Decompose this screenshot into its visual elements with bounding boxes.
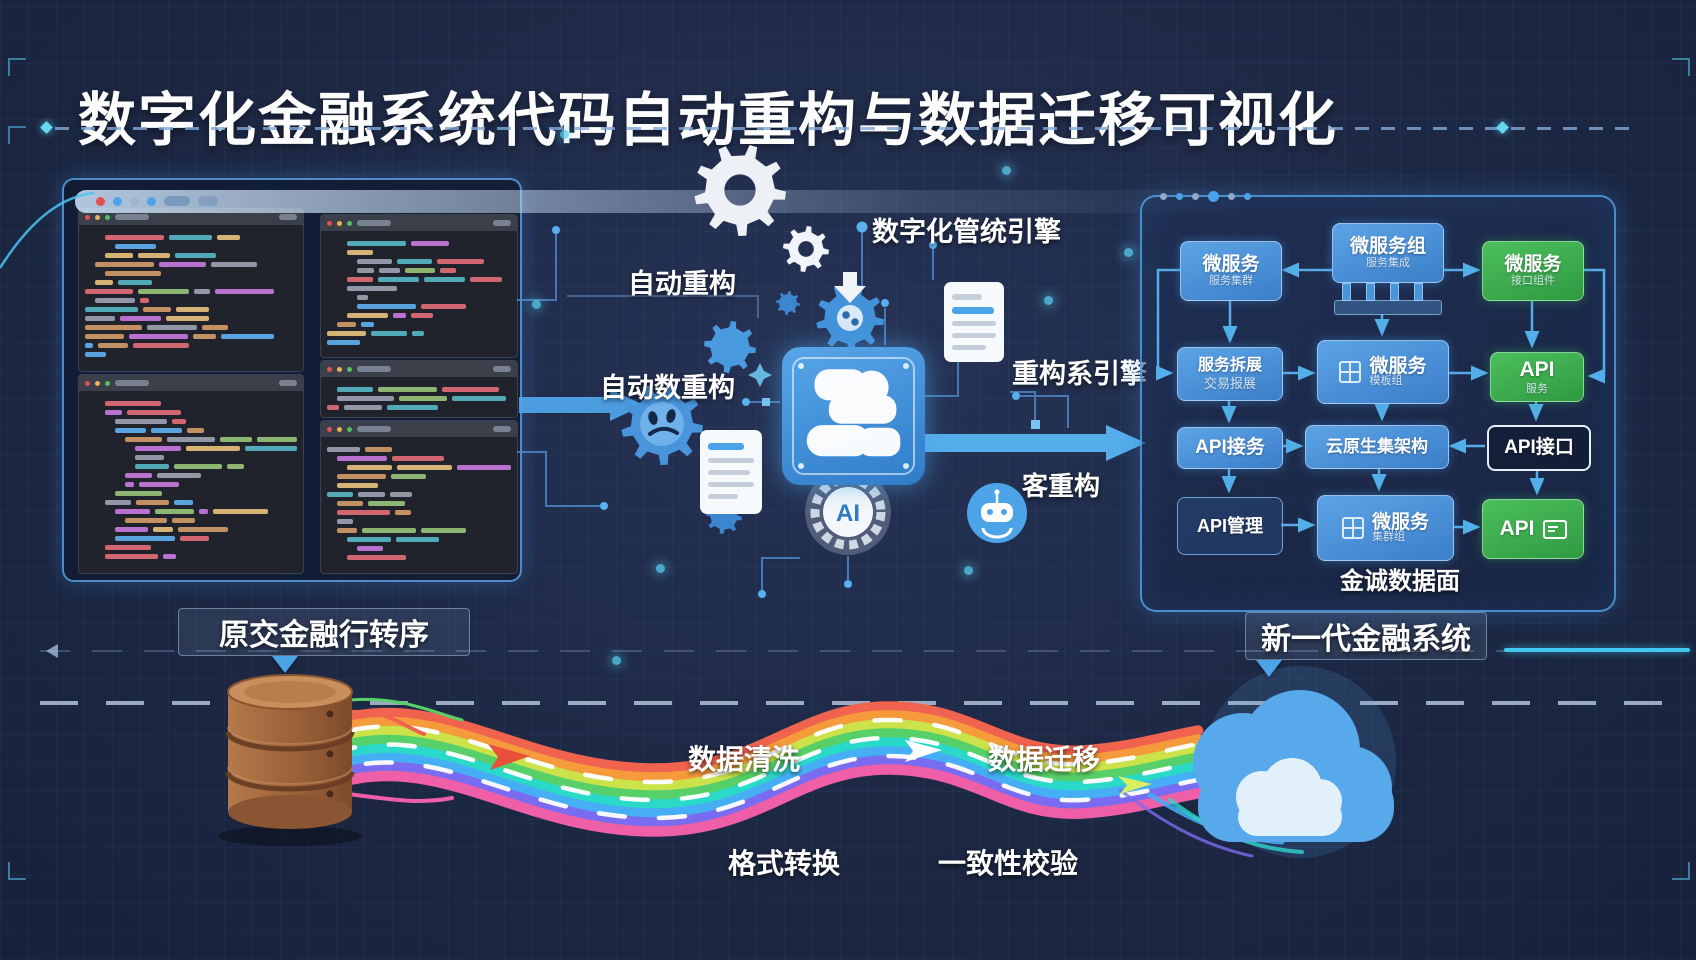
corner-tick bbox=[8, 126, 26, 144]
label-auto-refactor: 自动重构 bbox=[628, 269, 736, 299]
card-icon bbox=[1542, 519, 1567, 539]
cloud-icon bbox=[1193, 666, 1396, 858]
page-title: 数字化金融系统代码自动重构与数据迁移可视化 bbox=[78, 87, 1339, 153]
service-box: API接务 bbox=[1177, 427, 1283, 469]
top-divider-dashed-line bbox=[55, 127, 1640, 130]
glow-dot bbox=[612, 656, 621, 665]
panel-titlebar-dots bbox=[1160, 191, 1251, 202]
connector-pin bbox=[1342, 283, 1351, 301]
glow-dot bbox=[656, 564, 665, 573]
close-button-icon bbox=[96, 196, 105, 206]
chip-inner-frame bbox=[792, 357, 915, 475]
service-box: 微服务接口组件 bbox=[1482, 241, 1584, 301]
label-data-cleaning: 数据清洗 bbox=[688, 744, 801, 775]
spark-icon bbox=[748, 363, 772, 387]
chip-glyph-icon bbox=[806, 369, 901, 457]
divider-diamond-right bbox=[1496, 121, 1509, 134]
data-plane-label: 金诚数据面 bbox=[1340, 568, 1460, 595]
ai-engine-chip bbox=[782, 347, 925, 485]
label-data-migration: 数据迁移 bbox=[988, 744, 1101, 775]
code-panel bbox=[78, 208, 304, 372]
stream-scatter-lines bbox=[346, 697, 1304, 858]
window-toolbar bbox=[75, 190, 1260, 213]
glow-dot bbox=[532, 300, 541, 309]
service-subbar bbox=[1334, 300, 1442, 315]
robot-avatar-icon bbox=[967, 483, 1027, 543]
new-system-window: 微服务服务集群 微服务组服务集成 微服务接口组件 服务拆展交易报展 微服务模板组… bbox=[1140, 191, 1616, 612]
label-consistency-check: 一致性校验 bbox=[938, 848, 1079, 879]
window-button-icon bbox=[147, 196, 156, 206]
service-box: 微服务模板组 bbox=[1317, 340, 1449, 404]
document-icon bbox=[700, 430, 762, 514]
toolbar-segment bbox=[198, 196, 218, 206]
stream-arrows bbox=[488, 740, 1252, 794]
service-box: API接口 bbox=[1487, 425, 1591, 471]
bottom-divider-dashed-line bbox=[40, 701, 1690, 705]
legacy-code-window bbox=[62, 178, 522, 582]
glow-dot bbox=[1124, 248, 1133, 257]
new-system-label: 新一代金融系统 bbox=[1245, 612, 1487, 660]
ai-badge-label: AI bbox=[836, 500, 860, 527]
connector-pin bbox=[1390, 283, 1399, 301]
label-digital-engine: 数字化管统引擎 bbox=[872, 217, 1061, 247]
divider-diamond-left bbox=[40, 121, 53, 134]
label-auto-data-refactor: 自动数重构 bbox=[600, 373, 735, 403]
label-format-conversion: 格式转换 bbox=[728, 848, 841, 879]
window-grid-icon bbox=[1341, 517, 1364, 539]
glow-dot bbox=[1002, 166, 1011, 175]
corner-tick bbox=[1672, 58, 1690, 76]
corner-tick bbox=[8, 862, 26, 880]
down-arrow-icon bbox=[272, 656, 298, 673]
document-icon bbox=[944, 282, 1004, 362]
service-box: 微服务组服务集成 bbox=[1332, 223, 1444, 283]
label-zero-refactor: 客重构 bbox=[1022, 471, 1101, 501]
connector-pin bbox=[1414, 283, 1423, 301]
window-button-icon bbox=[130, 196, 139, 206]
glow-dot bbox=[560, 130, 569, 139]
service-box: API管理 bbox=[1177, 497, 1283, 555]
label-refactor-engine: 重构系引擎 bbox=[1012, 359, 1147, 389]
gear-hub-icon bbox=[837, 305, 863, 331]
minimize-button-icon bbox=[113, 196, 122, 206]
gear-face-icon bbox=[640, 402, 684, 446]
window-buttons bbox=[96, 196, 218, 206]
code-panel bbox=[78, 374, 304, 574]
mid-divider-dashed-line bbox=[40, 650, 1656, 652]
down-arrow-icon bbox=[834, 272, 866, 303]
database-icon bbox=[225, 674, 355, 829]
code-panel bbox=[320, 214, 518, 358]
flow-arrow-right bbox=[924, 425, 1146, 461]
code-panel bbox=[320, 420, 518, 574]
code-panel bbox=[320, 360, 518, 418]
corner-tick bbox=[8, 58, 26, 76]
down-arrow-icon bbox=[1256, 660, 1282, 677]
service-box: 微服务集群组 bbox=[1317, 495, 1454, 561]
glow-dot bbox=[1044, 296, 1053, 305]
toolbar-segment bbox=[164, 196, 190, 206]
service-box: 云原生集架构 bbox=[1305, 425, 1449, 469]
window-grid-icon bbox=[1339, 361, 1362, 383]
connector-pin bbox=[1366, 283, 1375, 301]
corner-tick bbox=[1672, 862, 1690, 880]
service-box: 微服务服务集群 bbox=[1180, 241, 1282, 301]
legacy-system-label: 原交金融行转序 bbox=[178, 608, 470, 656]
glow-dot bbox=[964, 566, 973, 575]
service-box: 服务拆展交易报展 bbox=[1177, 347, 1283, 401]
mid-divider-arrow-icon bbox=[46, 644, 58, 658]
mid-divider-highlight bbox=[1504, 648, 1690, 652]
service-box: API bbox=[1482, 499, 1584, 559]
